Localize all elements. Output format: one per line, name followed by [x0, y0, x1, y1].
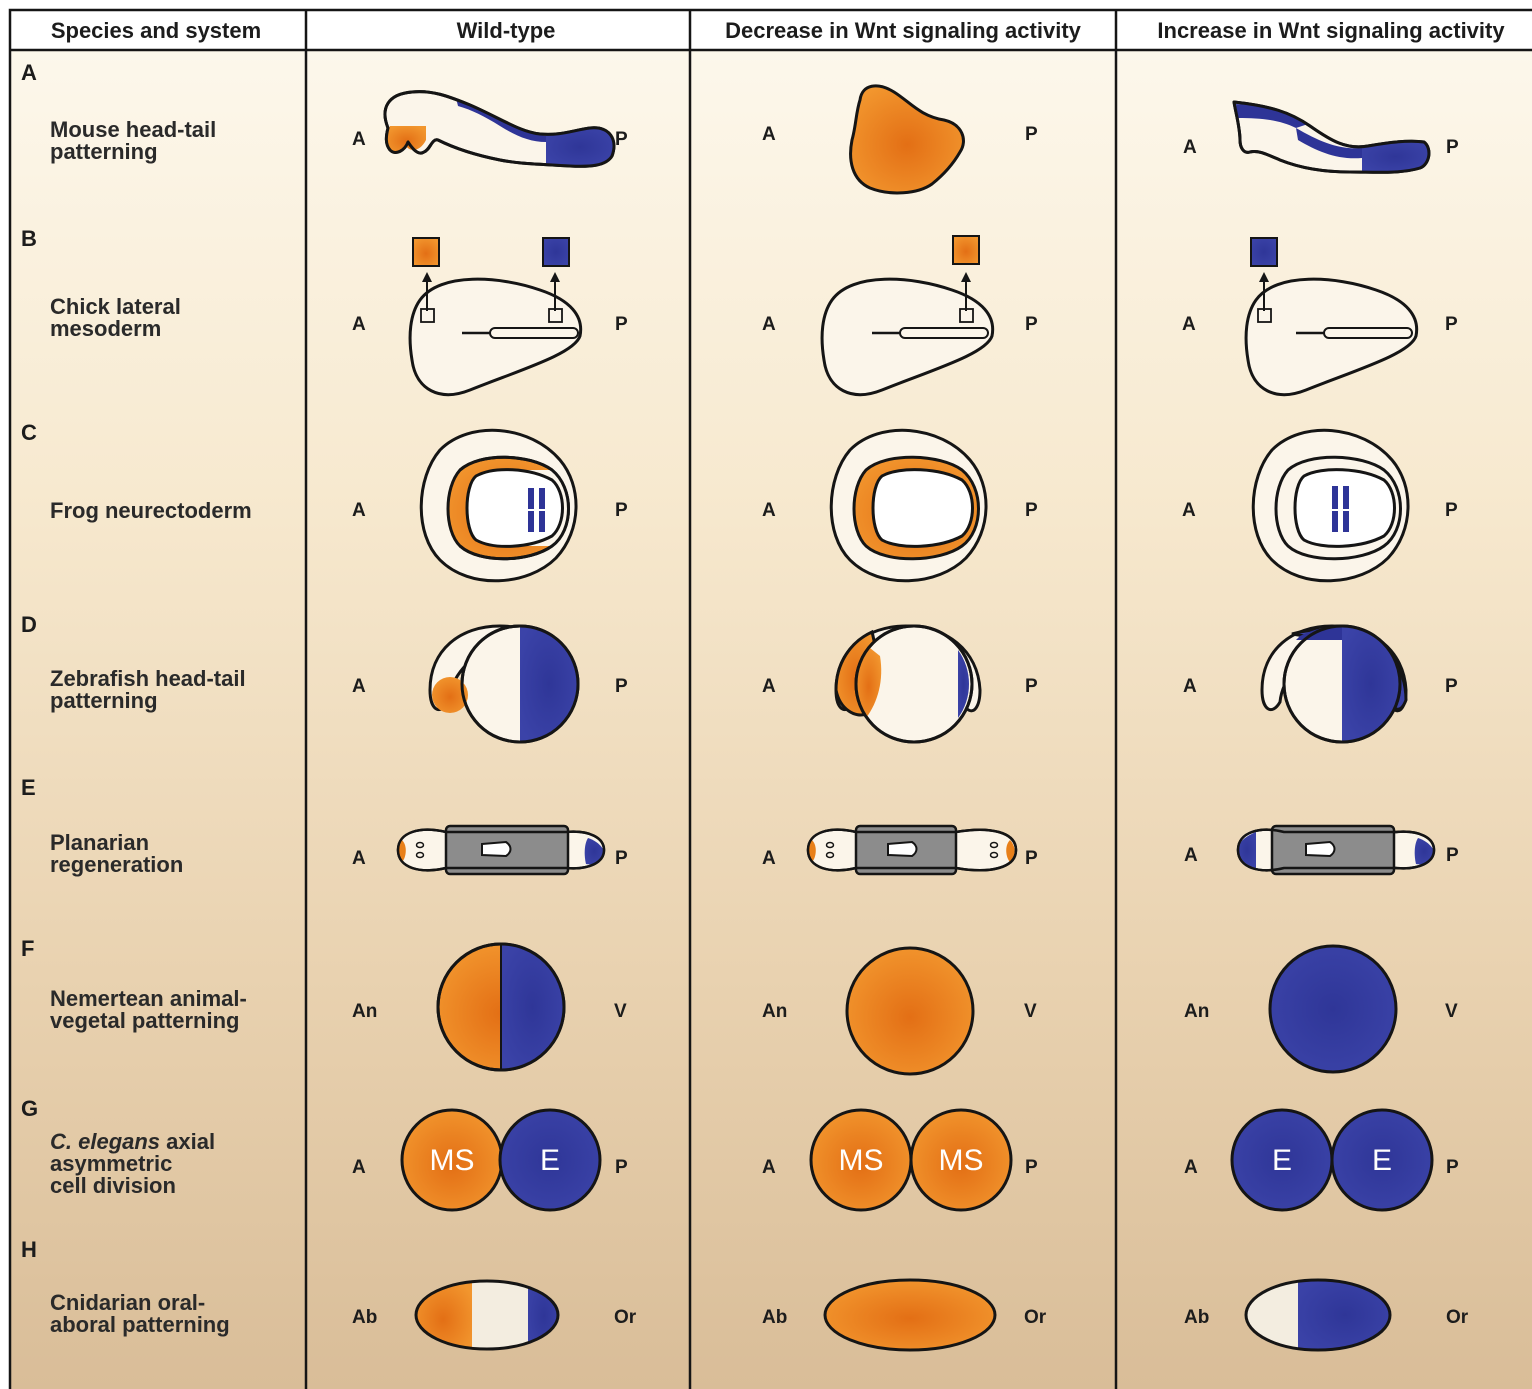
row-name-g-line3: cell division	[50, 1173, 176, 1198]
axis-a-wt-left: A	[352, 129, 366, 150]
axis-h-inc-right: Or	[1446, 1307, 1469, 1328]
row-letter-d: D	[21, 612, 37, 637]
nemertean-decreased	[847, 948, 973, 1074]
axis-g-inc-right: P	[1446, 1157, 1459, 1178]
axis-f-inc-right: V	[1445, 1001, 1458, 1022]
axis-g-inc-left: A	[1184, 1157, 1198, 1178]
axis-d-dec-right: P	[1025, 676, 1038, 697]
axis-a-wt-right: P	[615, 129, 628, 150]
cnidarian-increased	[1244, 1278, 1392, 1352]
axis-b-dec-left: A	[762, 314, 776, 335]
axis-g-dec-right: P	[1025, 1157, 1038, 1178]
row-letter-a: A	[21, 60, 37, 85]
axis-h-wt-right: Or	[614, 1307, 637, 1328]
row-name-d-line2: patterning	[50, 688, 158, 713]
header-decrease: Decrease in Wnt signaling activity	[725, 18, 1082, 43]
frog-embryo-increased	[1253, 430, 1408, 581]
axis-e-inc-right: P	[1446, 845, 1459, 866]
axis-f-inc-left: An	[1184, 1001, 1209, 1022]
axis-d-inc-right: P	[1445, 676, 1458, 697]
axis-a-inc-right: P	[1446, 137, 1459, 158]
row-name-f-line2: vegetal patterning	[50, 1008, 239, 1033]
axis-e-dec-left: A	[762, 848, 776, 869]
nemertean-increased	[1270, 946, 1396, 1072]
axis-e-inc-left: A	[1184, 845, 1198, 866]
axis-d-dec-left: A	[762, 676, 776, 697]
axis-c-inc-right: P	[1445, 500, 1458, 521]
row-name-a-line2: patterning	[50, 139, 158, 164]
axis-c-inc-left: A	[1182, 500, 1196, 521]
axis-c-dec-left: A	[762, 500, 776, 521]
chick-sample-square-orange	[413, 238, 439, 266]
row-name-e-line2: regeneration	[50, 852, 183, 877]
cell-label-e: E	[1372, 1144, 1392, 1177]
nemertean-wild-type	[438, 944, 564, 1070]
planarian-wild-type	[398, 826, 604, 874]
axis-e-wt-left: A	[352, 848, 366, 869]
axis-f-dec-left: An	[762, 1001, 787, 1022]
frog-embryo-decreased	[831, 430, 986, 581]
cell-label-e: E	[1272, 1144, 1292, 1177]
axis-c-wt-right: P	[615, 500, 628, 521]
header-increase: Increase in Wnt signaling activity	[1157, 18, 1505, 43]
axis-g-dec-left: A	[762, 1157, 776, 1178]
row-letter-c: C	[21, 420, 37, 445]
axis-f-dec-right: V	[1024, 1001, 1037, 1022]
axis-c-wt-left: A	[352, 500, 366, 521]
chick-sample-square-orange	[953, 236, 979, 264]
axis-h-dec-left: Ab	[762, 1307, 787, 1328]
axis-b-dec-right: P	[1025, 314, 1038, 335]
header-species: Species and system	[51, 18, 261, 43]
axis-e-wt-right: P	[615, 848, 628, 869]
axis-e-dec-right: P	[1025, 848, 1038, 869]
header-wild-type: Wild-type	[457, 18, 556, 43]
cell-label-ms: MS	[939, 1144, 984, 1177]
frog-embryo-wild-type	[421, 430, 576, 581]
row-letter-b: B	[21, 226, 37, 251]
cnidarian-decreased	[825, 1280, 995, 1350]
row-letter-e: E	[21, 775, 36, 800]
axis-d-wt-left: A	[352, 676, 366, 697]
axis-b-wt-left: A	[352, 314, 366, 335]
axis-d-wt-right: P	[615, 676, 628, 697]
axis-g-wt-right: P	[615, 1157, 628, 1178]
row-name-h-line2: aboral patterning	[50, 1312, 230, 1337]
axis-f-wt-left: An	[352, 1001, 377, 1022]
axis-c-dec-right: P	[1025, 500, 1038, 521]
chick-sample-square-blue	[543, 238, 569, 266]
axis-h-wt-left: Ab	[352, 1307, 377, 1328]
axis-a-inc-left: A	[1183, 137, 1197, 158]
axis-b-wt-right: P	[615, 314, 628, 335]
row-name-b-line2: mesoderm	[50, 316, 161, 341]
axis-a-dec-left: A	[762, 124, 776, 145]
cell-label-ms: MS	[839, 1144, 884, 1177]
row-letter-g: G	[21, 1096, 38, 1121]
axis-a-dec-right: P	[1025, 124, 1038, 145]
planarian-decreased	[808, 826, 1017, 874]
cell-label-ms: MS	[430, 1144, 475, 1177]
chick-sample-square-blue	[1251, 238, 1277, 266]
row-letter-h: H	[21, 1237, 37, 1262]
axis-f-wt-right: V	[614, 1001, 627, 1022]
planarian-increased	[1238, 826, 1434, 874]
axis-h-dec-right: Or	[1024, 1307, 1047, 1328]
axis-d-inc-left: A	[1183, 676, 1197, 697]
row-letter-f: F	[21, 936, 34, 961]
cell-label-e: E	[540, 1144, 560, 1177]
axis-h-inc-left: Ab	[1184, 1307, 1209, 1328]
axis-b-inc-left: A	[1182, 314, 1196, 335]
row-name-c: Frog neurectoderm	[50, 498, 252, 523]
axis-g-wt-left: A	[352, 1157, 366, 1178]
axis-b-inc-right: P	[1445, 314, 1458, 335]
